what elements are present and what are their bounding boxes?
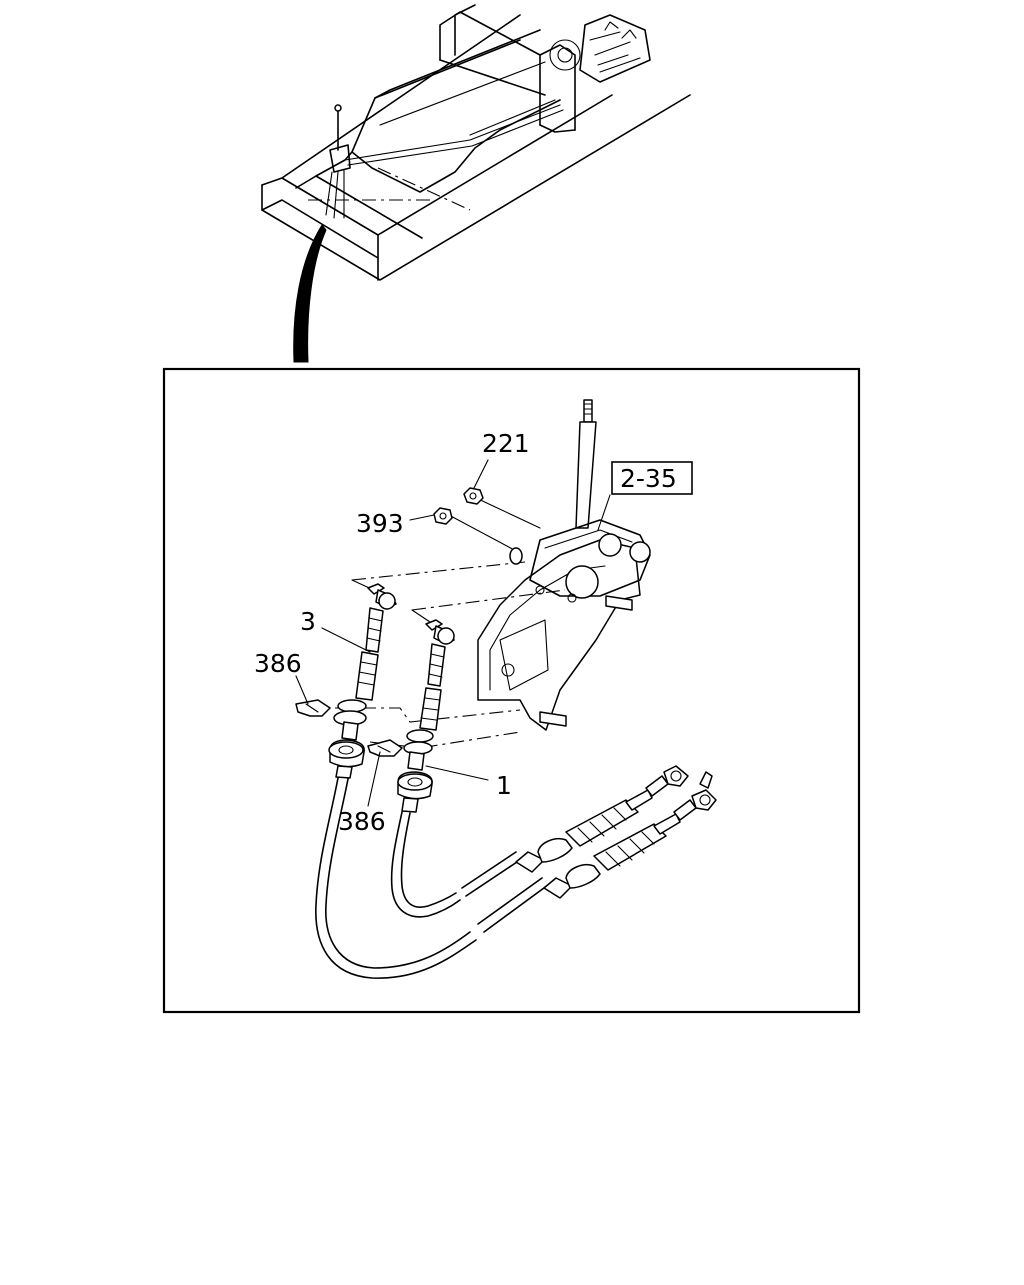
shift-lever	[575, 399, 597, 529]
callout-386-lower: 386	[338, 807, 386, 836]
clip-386-upper	[295, 699, 331, 717]
shift-cables	[315, 765, 717, 979]
vehicle-frame-overview	[261, 4, 691, 281]
reference-box-2-35: 2-35	[611, 461, 693, 495]
clip-386-lower	[367, 739, 403, 757]
detail-leader	[293, 224, 327, 363]
callout-386-upper: 386	[254, 649, 302, 678]
detail-frame	[162, 367, 861, 1014]
nut-221	[463, 487, 484, 505]
callout-1: 1	[496, 771, 512, 800]
callout-221: 221	[482, 429, 530, 458]
callout-leaders	[295, 459, 611, 807]
cable-end-1	[397, 619, 455, 813]
callout-3: 3	[300, 607, 316, 636]
shifter-bracket	[477, 519, 651, 731]
callout-393: 393	[356, 509, 404, 538]
reference-box-label: 2-35	[620, 464, 677, 493]
bushing	[509, 547, 523, 565]
nut-393	[433, 507, 453, 525]
cable-end-3	[328, 583, 397, 779]
